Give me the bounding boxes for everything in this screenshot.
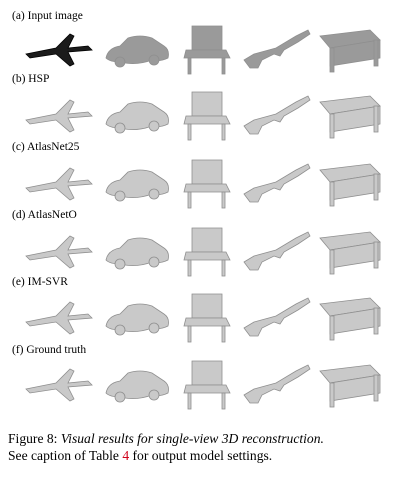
- chair-render-thumbnail: [170, 288, 244, 344]
- caption-text-start: See caption of Table: [8, 448, 123, 463]
- row-label-atlasneto: (d) AtlasNetO: [12, 209, 77, 221]
- row-label-ground-truth: (f) Ground truth: [12, 344, 87, 356]
- chair-render-thumbnail: [170, 355, 244, 411]
- airplane-render-thumbnail: [22, 86, 96, 142]
- caption-title: Visual results for single-view 3D recons…: [60, 431, 324, 446]
- airplane-input-thumbnail: [22, 20, 96, 76]
- row-label-input: (a) Input image: [12, 10, 83, 22]
- table-render-thumbnail: [310, 355, 384, 411]
- row-label-im-svr: (e) IM-SVR: [12, 276, 68, 288]
- car-render-thumbnail: [100, 355, 174, 411]
- car-input-thumbnail: [100, 20, 174, 76]
- airplane-render-thumbnail: [22, 222, 96, 278]
- chair-render-thumbnail: [170, 154, 244, 210]
- rifle-render-thumbnail: [240, 222, 314, 278]
- airplane-render-thumbnail: [22, 288, 96, 344]
- car-render-thumbnail: [100, 86, 174, 142]
- chair-render-thumbnail: [170, 86, 244, 142]
- car-render-thumbnail: [100, 288, 174, 344]
- table-render-thumbnail: [310, 86, 384, 142]
- rifle-input-thumbnail: [240, 20, 314, 76]
- car-render-thumbnail: [100, 154, 174, 210]
- figure-caption: Figure 8: Visual results for single-view…: [8, 430, 396, 464]
- table-ref-link[interactable]: 4: [122, 448, 130, 463]
- chair-input-thumbnail: [170, 20, 244, 76]
- airplane-render-thumbnail: [22, 154, 96, 210]
- table-render-thumbnail: [310, 222, 384, 278]
- rifle-render-thumbnail: [240, 288, 314, 344]
- chair-render-thumbnail: [170, 222, 244, 278]
- rifle-render-thumbnail: [240, 355, 314, 411]
- table-render-thumbnail: [310, 288, 384, 344]
- row-label-atlasnet25: (c) AtlasNet25: [12, 141, 80, 153]
- car-render-thumbnail: [100, 222, 174, 278]
- rifle-render-thumbnail: [240, 154, 314, 210]
- caption-prefix: Figure 8:: [8, 431, 61, 446]
- caption-text-end: for output model settings.: [129, 448, 273, 463]
- airplane-render-thumbnail: [22, 355, 96, 411]
- table-render-thumbnail: [310, 154, 384, 210]
- row-label-hsp: (b) HSP: [12, 73, 50, 85]
- rifle-render-thumbnail: [240, 86, 314, 142]
- table-input-thumbnail: [310, 20, 384, 76]
